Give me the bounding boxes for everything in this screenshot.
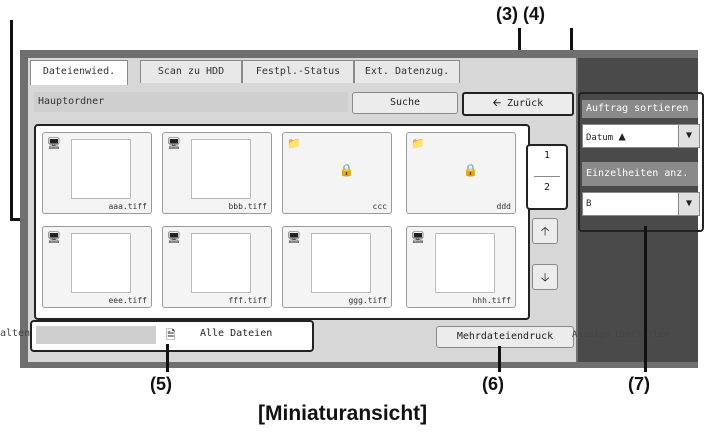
file-name: aaa.tiff bbox=[108, 202, 147, 211]
pointer-line-6 bbox=[498, 346, 501, 372]
pointer-line-left bbox=[10, 20, 13, 220]
back-arrow-icon: 🡠 bbox=[492, 98, 501, 109]
all-files-bar[interactable]: 🗎 Alle Dateien bbox=[30, 320, 314, 352]
sort-ascending-icon: ▲ bbox=[618, 129, 626, 143]
detail-select[interactable]: B ▼ bbox=[582, 192, 700, 216]
detail-label: Einzelheiten anz. bbox=[582, 162, 698, 186]
page-indicator: 1 2 bbox=[526, 144, 568, 210]
pc-icon: 🖥 bbox=[47, 231, 61, 244]
thumb-file-3[interactable]: 📁 🔒 ccc bbox=[282, 132, 392, 214]
sort-label: Auftrag sortieren bbox=[582, 100, 698, 118]
folder-path: Hauptordner bbox=[34, 92, 348, 112]
callout-3-4: (3) (4) bbox=[496, 4, 545, 24]
thumb-file-1[interactable]: 🖥 aaa.tiff bbox=[42, 132, 152, 214]
page-divider bbox=[534, 176, 560, 177]
display-toggle-label[interactable]: Anzeige Umschalten bbox=[572, 330, 670, 340]
thumbnail-grid: 🖥 aaa.tiff 🖥 bbb.tiff 📁 🔒 ccc 📁 🔒 ddd 🖥 … bbox=[34, 124, 530, 320]
file-name: ccc bbox=[372, 202, 387, 211]
files-icon: 🗎 bbox=[166, 328, 176, 342]
pc-icon: 🖥 bbox=[411, 231, 425, 244]
all-files-label: Alle Dateien bbox=[200, 328, 273, 339]
chevron-down-icon: ▼ bbox=[678, 125, 699, 147]
pc-icon: 🖥 bbox=[167, 231, 181, 244]
locked-folder-icon: 📁 bbox=[287, 137, 301, 150]
back-button[interactable]: 🡠 Zurück bbox=[462, 92, 574, 116]
pc-icon: 🖥 bbox=[287, 231, 301, 244]
printer-preview bbox=[71, 233, 131, 293]
file-name: ggg.tiff bbox=[348, 296, 387, 305]
file-name: eee.tiff bbox=[108, 296, 147, 305]
pc-icon: 🖥 bbox=[47, 137, 61, 150]
figure-caption: [Miniaturansicht] bbox=[258, 402, 428, 425]
thumb-file-8[interactable]: 🖥 hhh.tiff bbox=[406, 226, 516, 308]
bar-left-segment bbox=[36, 326, 156, 344]
document-preview bbox=[71, 139, 131, 199]
thumb-file-4[interactable]: 📁 🔒 ddd bbox=[406, 132, 516, 214]
thumb-file-5[interactable]: 🖥 eee.tiff bbox=[42, 226, 152, 308]
page-current: 1 bbox=[543, 150, 551, 161]
thumb-file-7[interactable]: 🖥 ggg.tiff bbox=[282, 226, 392, 308]
callout-5: (5) bbox=[150, 374, 172, 394]
detail-value: B bbox=[586, 199, 592, 209]
file-name: ddd bbox=[496, 202, 511, 211]
left-fragment-label: alten bbox=[0, 328, 31, 339]
search-button[interactable]: Suche bbox=[352, 92, 458, 114]
arrow-up-icon: 🡡 bbox=[540, 224, 550, 238]
tab-file-retrieve[interactable]: Dateienwied. bbox=[30, 60, 128, 85]
sort-value: Datum bbox=[586, 133, 614, 143]
sort-select[interactable]: Datum ▲ ▼ bbox=[582, 124, 700, 148]
multi-file-print-button[interactable]: Mehrdateiendruck bbox=[436, 326, 574, 348]
pointer-line-7 bbox=[644, 226, 647, 372]
lock-icon: 🔒 bbox=[339, 163, 354, 177]
document-preview bbox=[311, 233, 371, 293]
document-preview bbox=[435, 233, 495, 293]
pointer-line-5 bbox=[166, 344, 169, 372]
back-label: Zurück bbox=[507, 98, 544, 109]
chevron-down-icon: ▼ bbox=[678, 193, 699, 215]
scroll-up-button[interactable]: 🡡 bbox=[532, 218, 558, 244]
tab-scan-to-hdd[interactable]: Scan zu HDD bbox=[140, 60, 242, 83]
callout-6: (6) bbox=[482, 374, 504, 394]
file-name: fff.tiff bbox=[228, 296, 267, 305]
thumb-file-6[interactable]: 🖥 fff.tiff bbox=[162, 226, 272, 308]
arrow-down-icon: 🡣 bbox=[540, 270, 550, 284]
tab-ext-data-access[interactable]: Ext. Datenzug. bbox=[354, 60, 460, 83]
thumb-file-2[interactable]: 🖥 bbb.tiff bbox=[162, 132, 272, 214]
scroll-down-button[interactable]: 🡣 bbox=[532, 264, 558, 290]
locked-folder-icon: 📁 bbox=[411, 137, 425, 150]
lock-icon: 🔒 bbox=[463, 163, 478, 177]
page-total: 2 bbox=[543, 182, 551, 193]
printer-preview bbox=[191, 139, 251, 199]
pc-icon: 🖥 bbox=[167, 137, 181, 150]
printer-preview bbox=[191, 233, 251, 293]
tab-hdd-status[interactable]: Festpl.-Status bbox=[242, 60, 354, 83]
sort-panel: Auftrag sortieren Datum ▲ ▼ Einzelheiten… bbox=[578, 92, 704, 232]
file-name: bbb.tiff bbox=[228, 202, 267, 211]
callout-7: (7) bbox=[628, 374, 650, 394]
file-name: hhh.tiff bbox=[472, 296, 511, 305]
